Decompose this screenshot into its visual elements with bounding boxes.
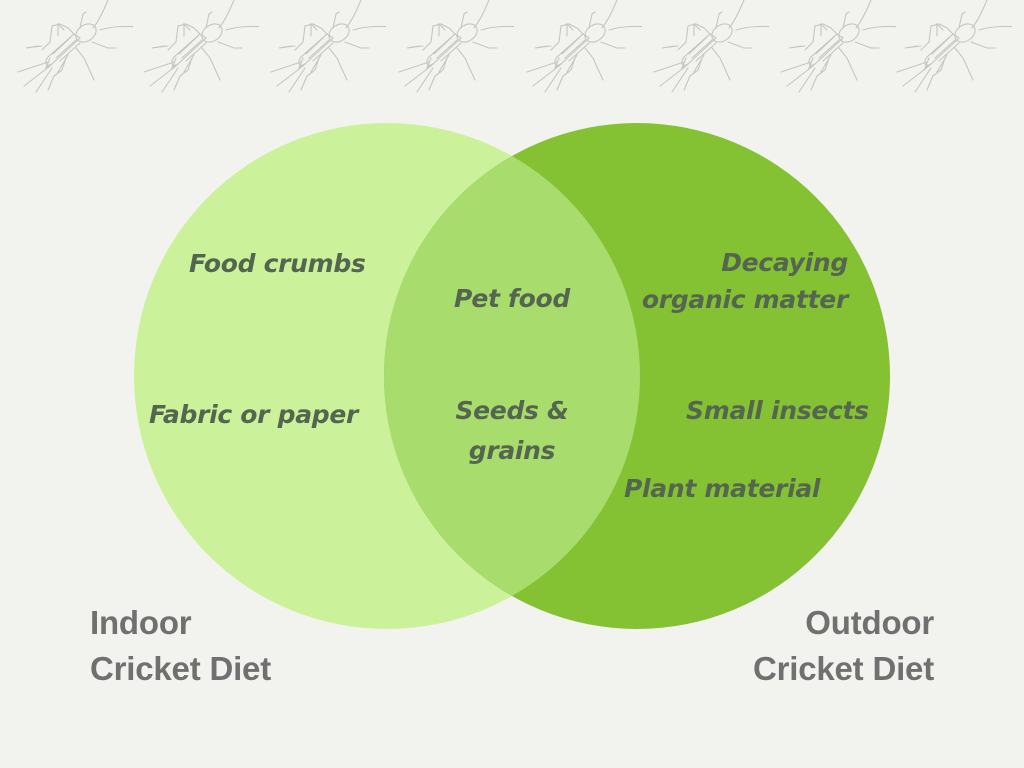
cricket-icon <box>771 0 904 95</box>
cricket-icon <box>134 0 267 95</box>
outdoor-label-line2: Cricket Diet <box>752 650 934 687</box>
indoor-item-fabric-paper: Fabric or paper <box>149 400 359 429</box>
outdoor-item-decaying-line1: Decaying <box>721 248 848 277</box>
cricket-decoration-row <box>0 0 1024 95</box>
outdoor-item-decaying-line2: organic matter <box>641 285 848 314</box>
cricket-icon <box>8 0 141 95</box>
shared-item-seeds-line1: Seeds & <box>455 396 569 425</box>
cricket-icon <box>887 0 1020 95</box>
outdoor-label-line1: Outdoor <box>805 604 934 641</box>
shared-item-seeds-line2: grains <box>468 436 556 465</box>
shared-item-pet-food: Pet food <box>454 284 570 313</box>
outdoor-item-small-insects: Small insects <box>686 396 869 425</box>
indoor-label-line1: Indoor <box>90 604 192 641</box>
cricket-icon <box>261 0 394 95</box>
indoor-item-food-crumbs: Food crumbs <box>189 249 366 278</box>
cricket-icon <box>644 0 777 95</box>
indoor-label-line2: Cricket Diet <box>90 650 272 687</box>
outdoor-item-plant-material: Plant material <box>624 474 821 503</box>
